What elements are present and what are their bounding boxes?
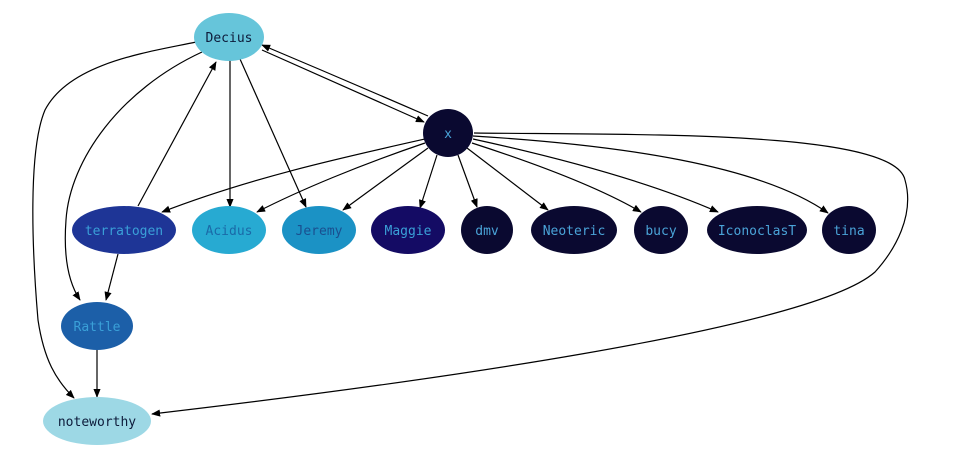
node-dmv-shape (461, 206, 513, 254)
node-maggie-shape (371, 206, 445, 254)
edge-x-terratogen (161, 138, 426, 213)
edge-decius-noteworthy (32, 41, 197, 399)
node-noteworthy-shape (43, 397, 151, 445)
node-decius[interactable]: Decius (194, 13, 264, 61)
node-rattle[interactable]: Rattle (61, 302, 133, 350)
node-decius-label: Decius (206, 31, 253, 46)
node-tina-shape (822, 206, 876, 254)
edge-x-tina (472, 135, 829, 214)
edge-decius-rattle (64, 51, 203, 301)
node-iconoclast-shape (707, 206, 807, 254)
node-neoteric-label: Neoteric (543, 224, 606, 239)
node-jeremy[interactable]: Jeremy (282, 206, 356, 254)
node-decius-shape (194, 13, 264, 61)
node-neoteric-shape (531, 206, 617, 254)
edges (32, 41, 909, 417)
edge-terratogen-rattle (104, 253, 119, 301)
edge-decius-jeremy (239, 58, 307, 208)
node-tina-label: tina (833, 224, 864, 239)
node-acidus-label: Acidus (206, 224, 253, 239)
node-tina[interactable]: tina (822, 206, 876, 254)
edge-x-noteworthy (151, 132, 909, 417)
edge-x-bucy (471, 142, 642, 213)
node-x[interactable]: x (423, 109, 473, 157)
node-dmv-label: dmv (475, 224, 499, 239)
edge-x-jeremy (342, 147, 429, 211)
node-rattle-label: Rattle (74, 320, 121, 335)
edge-x-acidus (256, 142, 426, 213)
node-terratogen-shape (72, 206, 176, 254)
node-bucy[interactable]: bucy (634, 206, 688, 254)
node-neoteric[interactable]: Neoteric (531, 206, 617, 254)
node-noteworthy[interactable]: noteworthy (43, 397, 151, 445)
node-maggie-label: Maggie (385, 224, 432, 239)
node-x-label: x (444, 127, 452, 142)
node-noteworthy-label: noteworthy (58, 415, 136, 430)
node-terratogen[interactable]: terratogen (72, 206, 176, 254)
nodes: Decius x terratogen Acidus Jeremy Maggie… (43, 13, 876, 445)
node-jeremy-shape (282, 206, 356, 254)
edge-decius-x (261, 49, 425, 123)
edge-x-decius (261, 44, 429, 117)
edge-x-neoteric (466, 147, 549, 211)
node-x-shape (423, 109, 473, 157)
node-terratogen-label: terratogen (85, 224, 163, 239)
node-jeremy-label: Jeremy (296, 224, 343, 239)
node-bucy-shape (634, 206, 688, 254)
node-acidus[interactable]: Acidus (192, 206, 266, 254)
edge-x-maggie (419, 154, 438, 209)
node-maggie[interactable]: Maggie (371, 206, 445, 254)
edge-terratogen-decius (137, 61, 217, 207)
node-iconoclast[interactable]: IconoclasT (707, 206, 807, 254)
node-dmv[interactable]: dmv (461, 206, 513, 254)
node-acidus-shape (192, 206, 266, 254)
edge-x-iconoclast (472, 138, 719, 213)
node-iconoclast-label: IconoclasT (718, 224, 796, 239)
edge-x-dmv (457, 154, 478, 208)
node-bucy-label: bucy (645, 224, 676, 239)
node-rattle-shape (61, 302, 133, 350)
